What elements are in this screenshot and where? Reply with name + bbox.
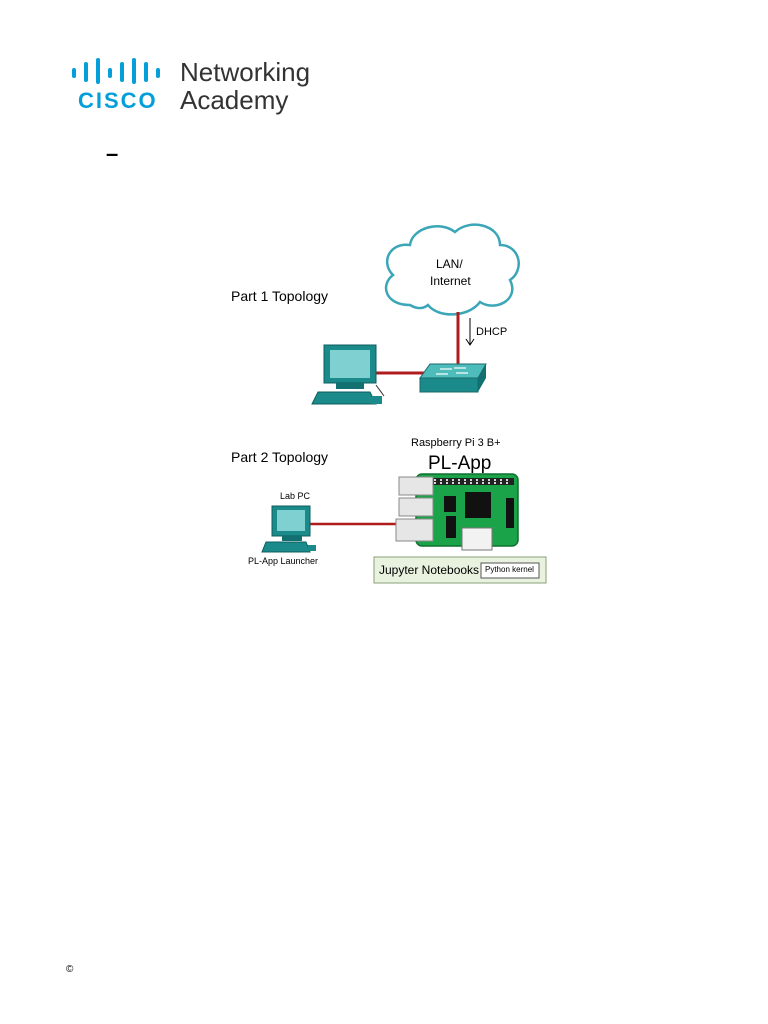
cisco-bridge-bars-icon <box>72 58 160 84</box>
cloud-label-line2: Internet <box>430 274 471 288</box>
dhcp-label: DHCP <box>476 326 508 338</box>
lab-pc-label: Lab PC <box>280 491 311 501</box>
cisco-networking-academy-logo: CISCO Networking Academy <box>70 58 330 118</box>
launcher-label: PL-App Launcher <box>248 556 319 566</box>
kernel-label: Python kernel <box>485 565 534 574</box>
title-dash: – <box>106 141 119 166</box>
product-name-line1: Networking <box>180 57 311 87</box>
copyright-symbol: © <box>66 964 74 975</box>
switch-icon <box>419 363 487 393</box>
part1-title: Part 1 Topology <box>231 288 329 304</box>
board-caption: Raspberry Pi 3 B+ <box>411 437 501 449</box>
product-name-line2: Academy <box>180 85 289 115</box>
pc-icon <box>311 344 385 405</box>
jupyter-label: Jupyter Notebooks <box>379 563 480 577</box>
dhcp-arrow-icon <box>465 318 475 346</box>
python-kernel-box <box>480 562 540 579</box>
cloud-icon <box>384 223 520 316</box>
board-title: PL-App <box>428 453 492 474</box>
cisco-wordmark: CISCO <box>78 88 158 113</box>
raspberry-pi-board-icon <box>395 473 519 551</box>
cloud-label-line1: LAN/ <box>436 257 463 271</box>
lab-pc-icon <box>261 505 316 553</box>
part2-title: Part 2 Topology <box>231 449 329 465</box>
